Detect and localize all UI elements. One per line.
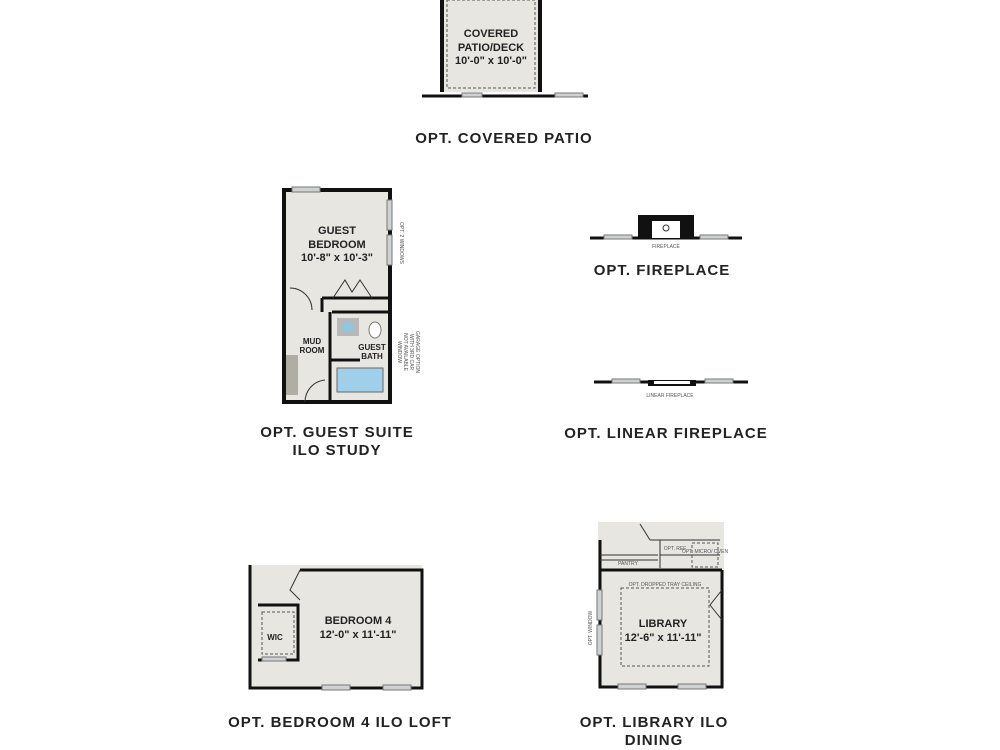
window-note-3: WITH 3RD CAR — [408, 334, 414, 371]
caption-guest-suite: OPT. GUEST SUITE — [260, 424, 414, 441]
mud-room-label: MUD — [303, 337, 321, 346]
fireplace-label: FIREPLACE — [652, 244, 680, 250]
caption-guest-suite-2: ILO STUDY — [292, 442, 381, 459]
window-note-1: WINDOW — [396, 341, 402, 363]
wic-label: WIC — [267, 633, 283, 642]
guest-bedroom-size: 10'-8" x 10'-3" — [301, 252, 373, 264]
opt-window-label: OPT. WINDOW — [588, 611, 594, 646]
caption-bedroom-4: OPT. BEDROOM 4 ILO LOFT — [228, 714, 452, 731]
bedroom-4-size: 12'-0" x 11'-11" — [320, 629, 397, 641]
tray-ceiling-label: OPT. DROPPED TRAY CEILING — [629, 582, 702, 588]
patio-label-2: PATIO/DECK — [458, 42, 524, 54]
guest-bath-label: GUEST — [358, 343, 386, 352]
opt-ref-label: OPT. REF — [664, 546, 687, 552]
caption-fireplace: OPT. FIREPLACE — [594, 262, 731, 279]
guest-bedroom-label: GUEST — [318, 225, 356, 237]
caption-library: OPT. LIBRARY ILO — [580, 714, 729, 731]
linear-fireplace-plan: LINEAR FIREPLACE — [594, 378, 748, 399]
patio-label: COVERED — [464, 28, 518, 40]
library-plan: PANTRY OPT. REF OPT. MICRO/ OVEN OPT. DR… — [588, 522, 729, 690]
guest-bedroom-label-2: BEDROOM — [308, 239, 365, 251]
window-note-4: GARAGE OPTION — [414, 331, 420, 373]
guest-suite-plan: GUEST BEDROOM 10'-8" x 10'-3" OPT. 2 WIN… — [282, 186, 420, 404]
opt-windows-note: OPT. 2 WINDOWS — [398, 222, 404, 265]
opt-micro-oven-label: OPT. MICRO/ OVEN — [682, 549, 729, 555]
bedroom-4-label: BEDROOM 4 — [325, 615, 393, 627]
library-size: 12'-6" x 11'-11" — [625, 632, 702, 644]
mud-room-label-2: ROOM — [300, 346, 325, 355]
covered-patio-plan: COVERED PATIO/DECK 10'-0" x 10'-0" — [422, 0, 588, 98]
caption-linear-fireplace: OPT. LINEAR FIREPLACE — [564, 425, 768, 442]
guest-bath-label-2: BATH — [361, 352, 383, 361]
patio-size: 10'-0" x 10'-0" — [455, 55, 527, 67]
library-label: LIBRARY — [639, 618, 688, 630]
pantry-label: PANTRY — [618, 561, 638, 567]
bedroom-4-plan: BEDROOM 4 12'-0" x 11'-11" WIC — [248, 565, 424, 691]
caption-library-2: DINING — [625, 732, 684, 749]
linear-fireplace-label: LINEAR FIREPLACE — [646, 393, 694, 399]
window-note-2: NOT AVAILABLE — [402, 333, 408, 371]
caption-covered-patio: OPT. COVERED PATIO — [415, 130, 592, 147]
fireplace-plan: FIREPLACE — [590, 215, 742, 250]
